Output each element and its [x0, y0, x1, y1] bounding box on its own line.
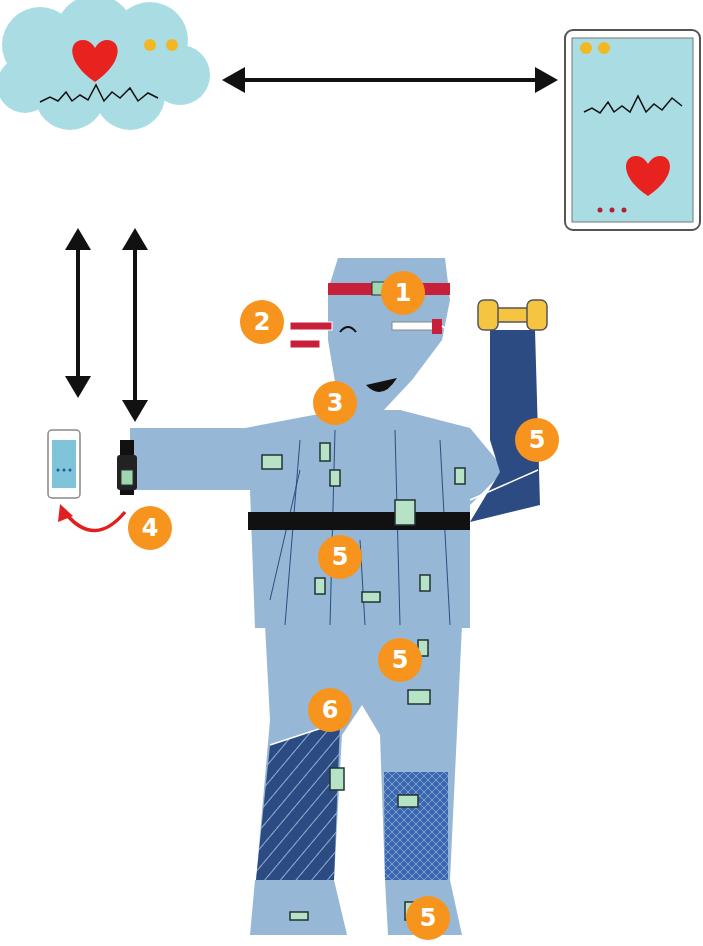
data-arrows-part [122, 228, 148, 250]
body-part [366, 378, 397, 392]
phone-and-watch-part [117, 455, 137, 490]
sensor-patches-part [262, 455, 282, 469]
phone-and-watch-part [121, 470, 133, 485]
data-arrows-part [76, 245, 80, 382]
sensor-patches-part [362, 592, 380, 602]
body-part [130, 428, 255, 490]
callout-circle: 2 [240, 300, 284, 344]
dumbbell [478, 300, 547, 330]
sensor-patches-part [320, 443, 330, 461]
head-sensors-part [432, 319, 442, 334]
head-sensors [290, 282, 455, 348]
callout-circle: 5 [406, 896, 450, 940]
cloud-part [144, 39, 156, 51]
body-part [385, 880, 462, 935]
phone-and-watch-part [63, 469, 66, 472]
tablet-part [565, 30, 700, 230]
head-sensors-part [290, 340, 320, 348]
tablet-part [598, 208, 603, 213]
data-arrows-part [122, 400, 148, 422]
data-arrows-part [240, 78, 540, 82]
callout-number: 5 [392, 648, 409, 672]
tablet-part [580, 42, 592, 54]
sensor-patches-part [330, 768, 344, 790]
callout-number: 6 [322, 698, 339, 722]
sensor-patches-part [330, 470, 340, 486]
dumbbell-part [478, 300, 498, 330]
data-arrows-part [535, 67, 558, 93]
tablet [565, 30, 700, 230]
callout-circle: 6 [308, 688, 352, 732]
cloud-part [0, 0, 210, 130]
sensor-patches-part [420, 575, 430, 591]
sensor-patches-part [290, 912, 308, 920]
callout-number: 1 [395, 281, 412, 305]
dumbbell-part [495, 308, 530, 322]
sensor-patches-part [395, 500, 415, 525]
callout-circle: 4 [128, 506, 172, 550]
head-sensors-part [392, 322, 437, 330]
phone-and-watch [48, 430, 137, 531]
sleeves-part [384, 772, 448, 880]
callout-circle: 5 [378, 638, 422, 682]
data-arrows-part [133, 245, 137, 406]
sensor-patches-part [408, 690, 430, 704]
phone-and-watch-part [66, 512, 125, 531]
callout-number: 3 [327, 391, 344, 415]
body [130, 258, 505, 935]
tablet-part [626, 156, 670, 196]
tablet-part [572, 38, 693, 222]
body-part [256, 625, 462, 880]
sensor-patches-part [455, 468, 465, 484]
chest-strap [248, 512, 470, 530]
sensor-patches [262, 443, 465, 920]
callout-number: 5 [529, 428, 546, 452]
cloud [0, 0, 210, 130]
callout-number: 5 [420, 906, 437, 930]
phone-and-watch-part [48, 430, 80, 498]
head-sensors-part [442, 326, 455, 340]
cloud-part [166, 39, 178, 51]
sensor-patches-part [398, 795, 418, 807]
tablet-part [584, 96, 682, 113]
callout-number: 2 [254, 310, 271, 334]
sensor-patches-part [315, 578, 325, 594]
phone-and-watch-part [69, 469, 72, 472]
data-arrows-part [65, 228, 91, 250]
callout-number: 4 [142, 516, 159, 540]
callout-number: 5 [332, 545, 349, 569]
head-sensors-part [290, 322, 332, 330]
body-part [245, 410, 505, 628]
data-arrows-part [65, 376, 91, 398]
phone-and-watch-part [57, 469, 60, 472]
cloud-part-part [25, 30, 185, 110]
sleeves [256, 330, 540, 880]
data-arrows-part [222, 67, 245, 93]
phone-and-watch-part [52, 440, 76, 488]
sleeves-part [470, 470, 538, 500]
body-part-part [440, 440, 450, 625]
cloud-part [40, 85, 158, 102]
phone-and-watch-part [58, 504, 73, 522]
body-part-part [285, 440, 300, 625]
data-arrows [65, 67, 558, 422]
chest-strap-part [248, 512, 470, 530]
cloud-part [72, 40, 117, 82]
callout-circle: 1 [381, 271, 425, 315]
body-part [340, 327, 356, 332]
tablet-part [598, 42, 610, 54]
callout-circle: 5 [515, 418, 559, 462]
tablet-part [610, 208, 615, 213]
tablet-part [622, 208, 627, 213]
body-part [250, 880, 347, 935]
callout-circle: 3 [313, 381, 357, 425]
callout-circle: 5 [318, 535, 362, 579]
body-part-part [270, 470, 300, 600]
sleeves-part [256, 722, 340, 880]
dumbbell-part [527, 300, 547, 330]
